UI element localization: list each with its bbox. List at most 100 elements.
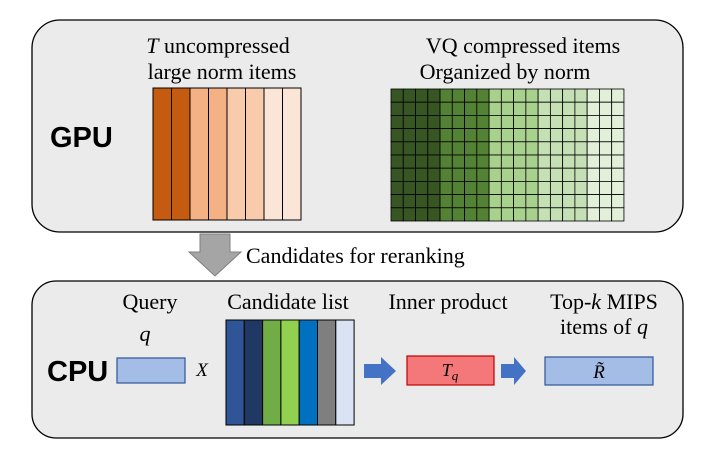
vq-cell: [402, 115, 416, 130]
vq-cell: [500, 154, 514, 169]
vq-cell: [611, 101, 625, 116]
vq-cell: [415, 180, 429, 195]
vq-cell: [574, 141, 588, 156]
vq-cell: [611, 194, 625, 209]
vq-cell: [525, 101, 539, 116]
vq-cell: [525, 207, 539, 222]
vq-subtitle: Organized by norm: [420, 59, 591, 84]
vq-cell: [390, 115, 404, 130]
candidate-column: [225, 319, 245, 426]
vq-cell: [488, 128, 502, 143]
vq-cell: [476, 154, 490, 169]
right-arrow-icon: [501, 357, 526, 385]
vq-cell: [611, 180, 625, 195]
candidate-column: [262, 319, 282, 426]
vq-cell: [415, 141, 429, 156]
vq-cell: [476, 115, 490, 130]
vq-cell: [439, 167, 453, 182]
vq-cell: [500, 101, 514, 116]
vq-cell: [476, 141, 490, 156]
vq-cell: [586, 154, 600, 169]
result-title-line1: Top-k MIPS: [550, 289, 658, 314]
vq-cell: [537, 101, 551, 116]
vq-cell: [562, 141, 576, 156]
vq-cell: [500, 128, 514, 143]
inner-product-box: [406, 355, 495, 386]
vq-cell: [427, 180, 441, 195]
vq-cell: [549, 167, 564, 182]
vq-cell: [586, 180, 600, 195]
result-symbol: R̃: [592, 362, 605, 383]
vq-cell: [562, 128, 576, 143]
vq-cell: [451, 154, 465, 169]
vq-cell: [574, 115, 588, 130]
vq-cell: [562, 180, 576, 195]
vq-cell: [574, 194, 588, 209]
uncompressed-title: T uncompressed: [146, 33, 290, 58]
vq-cell: [549, 141, 564, 156]
vq-cell: [500, 207, 514, 222]
vq-cell: [464, 128, 478, 143]
vq-cell: [390, 141, 404, 156]
vq-cell: [464, 115, 478, 130]
vq-cell: [402, 194, 416, 209]
vq-cell: [611, 154, 625, 169]
transfer-label: Candidates for reranking: [246, 243, 465, 268]
vq-cell: [586, 128, 600, 143]
vq-cell: [537, 141, 551, 156]
down-arrow-icon: [187, 233, 243, 277]
vq-cell: [549, 101, 564, 116]
vq-cell: [513, 167, 527, 182]
vq-cell: [549, 115, 564, 130]
vq-cell: [439, 154, 453, 169]
vq-cell: [488, 180, 502, 195]
vq-cell: [599, 115, 613, 130]
vq-cell: [415, 101, 429, 116]
vq-cell: [599, 194, 613, 209]
vq-cell: [402, 88, 416, 103]
vq-cell: [402, 207, 416, 222]
vq-cell: [464, 141, 478, 156]
vq-cell: [586, 88, 600, 103]
vq-cell: [427, 141, 441, 156]
uncompressed-items-block: [152, 87, 302, 221]
vq-cell: [415, 207, 429, 222]
vq-cell: [562, 101, 576, 116]
candidate-column: [335, 319, 355, 426]
result-title-post: MIPS: [601, 289, 658, 314]
vq-cell: [525, 88, 539, 103]
vq-cell: [586, 115, 600, 130]
query-title: Query: [123, 289, 178, 314]
uncompressed-title-var: T: [146, 33, 160, 58]
vq-cell: [586, 101, 600, 116]
vq-cell: [574, 128, 588, 143]
result-title-line2-pre: items of: [560, 314, 637, 339]
vq-cell: [500, 167, 514, 182]
vq-cell: [599, 128, 613, 143]
vq-cell: [402, 101, 416, 116]
vq-cell: [488, 154, 502, 169]
tq-symbol: T: [442, 360, 454, 380]
gpu-label: GPU: [50, 122, 113, 154]
vq-cell: [451, 207, 465, 222]
vq-cell: [574, 154, 588, 169]
vq-cell: [562, 167, 576, 182]
vq-cell: [439, 88, 453, 103]
vq-cell: [513, 141, 527, 156]
candidate-list-block: [225, 319, 355, 426]
vq-cell: [415, 115, 429, 130]
query-symbol: q: [140, 321, 151, 346]
vq-cell: [562, 115, 576, 130]
item-column: [245, 87, 265, 221]
vq-cell: [525, 115, 539, 130]
item-column: [208, 87, 228, 221]
tq-subscript: q: [452, 368, 459, 383]
vq-cell: [611, 207, 625, 222]
vq-cell: [537, 180, 551, 195]
vq-cell: [451, 180, 465, 195]
vq-cell: [525, 141, 539, 156]
vq-cell: [427, 101, 441, 116]
vq-cell: [537, 154, 551, 169]
vq-cell: [562, 207, 576, 222]
